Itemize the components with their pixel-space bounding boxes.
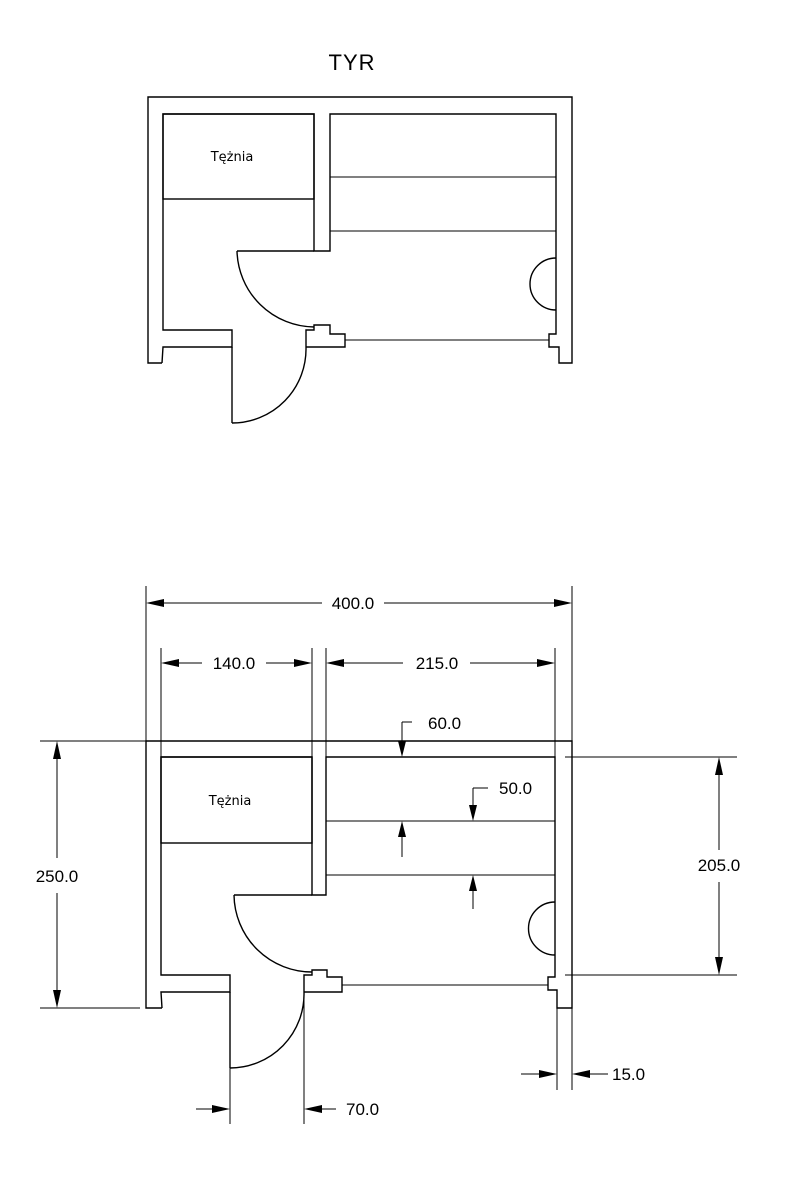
drawing-title: TYR: [329, 50, 376, 75]
top-plan: Tężnia: [147, 96, 573, 424]
dim-bench-depth: 60.0: [428, 714, 461, 733]
top-heater: [529, 257, 557, 311]
dim-inner-height: 205.0: [698, 856, 741, 875]
dim-door-width: 70.0: [346, 1100, 379, 1119]
bottom-door-jamb: [303, 969, 343, 993]
bottom-outer-door-arc: [229, 991, 305, 1069]
bottom-inner-door-arc: [233, 894, 313, 973]
top-outer-door-arc: [231, 346, 307, 424]
dim-bench-gap: 50.0: [499, 779, 532, 798]
dim-overall-width: 400.0: [332, 594, 375, 613]
dimension-lines: 400.0 140.0 215.0 250.0 205.0: [36, 586, 741, 1124]
dim-left-room-width: 140.0: [213, 654, 256, 673]
bottom-room-label: Tężnia: [208, 794, 252, 809]
dim-overall-height: 250.0: [36, 867, 79, 886]
bottom-heater: [527, 901, 556, 956]
top-door-jamb: [305, 324, 346, 348]
top-inner-door-arc: [236, 250, 315, 328]
dim-right-room-width: 215.0: [416, 654, 459, 673]
dim-wall-thickness: 15.0: [612, 1065, 645, 1084]
top-room-label: Tężnia: [210, 150, 254, 165]
bottom-teznia-box: [160, 756, 313, 844]
top-outer-wall: [147, 96, 573, 364]
